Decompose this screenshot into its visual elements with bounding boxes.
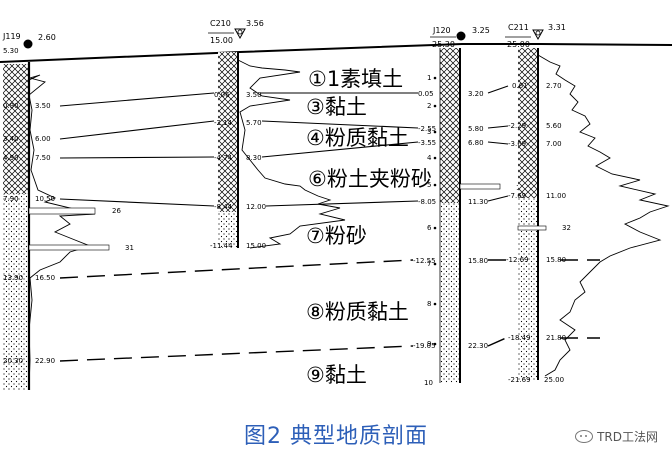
j120-depth-label: -8.05 [418, 198, 436, 206]
j119-depth-label: 0.90 [3, 102, 19, 110]
c210-depth-label: -4.74 [214, 154, 233, 162]
layer-label: ⑦粉砂 [306, 224, 367, 248]
c210-depth-label: 0.06 [214, 91, 230, 99]
borehole-c210-top-value: 15.00 [210, 36, 233, 45]
j120-depth-label: 0.05 [418, 90, 434, 98]
borehole-c210: C210 3.56 15.00 [208, 19, 346, 249]
j120-sample-label: 10 [424, 379, 433, 387]
c211-depth-label: -21.69 [508, 376, 531, 384]
c211-bottom-label: 25.00 [544, 376, 564, 384]
j119-bottom-label: 3.50 [35, 102, 51, 110]
figure-caption: 图2 典型地质剖面 [244, 424, 428, 449]
c211-bottom-label: 11.00 [546, 192, 566, 200]
borehole-j119-top-value: 5.30 [3, 47, 19, 55]
borehole-c211: C211 3.31 25.00 [505, 23, 670, 380]
j119-depth-label: 13.90 [3, 274, 23, 282]
c210-bottom-label: 3.50 [246, 91, 262, 99]
j119-bottom-label: 22.90 [35, 357, 55, 365]
j120-depth-label: -2.55 [418, 125, 436, 133]
c211-depth-label: -7.69 [508, 192, 526, 200]
borehole-j119: J119 2.60 5.30 [2, 32, 110, 390]
borehole-j119-marker-icon [23, 39, 33, 49]
c211-depth-label: -18.49 [508, 334, 531, 342]
j119-bottom-label: 16.50 [35, 274, 55, 282]
c211-bottom-label: 2.70 [546, 82, 562, 90]
c211-bottom-label: 5.60 [546, 122, 562, 130]
j120-sample-label: 3 [427, 128, 431, 136]
watermark-text: TRD工法网 [597, 430, 658, 444]
borehole-c211-elevation: 3.31 [548, 23, 566, 32]
j120-bottom-label: 3.20 [468, 90, 484, 98]
j120-sample-label: 4 [427, 154, 432, 162]
j120-bottom-label: 15.80 [468, 257, 488, 265]
layer-label: ④粉质黏土 [306, 126, 409, 150]
c210-depth-label: -2.14 [214, 119, 233, 127]
borehole-c210-marker-icon [234, 28, 246, 40]
layer-label: ⑨黏土 [306, 363, 367, 387]
j120-bottom-label: 22.30 [468, 342, 488, 350]
layer-label: ①1素填土 [308, 67, 403, 91]
c211-bottom-label: 7.00 [546, 140, 562, 148]
borehole-j120-elevation: 3.25 [472, 26, 490, 35]
layer-label: ③黏土 [306, 95, 367, 119]
c210-depth-label: -8.44 [214, 203, 233, 211]
c211-bottom-label: 15.80 [546, 256, 566, 264]
borehole-c211-top-value: 25.00 [507, 40, 530, 49]
borehole-j120: J120 3.25 25.30 [430, 26, 501, 383]
inferred-layer-boundaries [59, 259, 600, 362]
c211-depth-label: -12.69 [506, 256, 529, 264]
borehole-c210-elevation: 3.56 [246, 19, 264, 28]
j120-bottom-label: 11.30 [468, 198, 488, 206]
c211-spt-label: 32 [562, 224, 571, 232]
borehole-j120-marker-icon [456, 31, 466, 41]
c211-bottom-label: 21.80 [546, 334, 566, 342]
c210-bottom-label: 15.00 [246, 242, 266, 250]
c211-depth-label: 0.61 [512, 82, 528, 90]
layer-label: ⑧粉质黏土 [306, 300, 409, 324]
watermark: TRD工法网 [575, 428, 658, 445]
j120-sample-label: 5 [427, 181, 431, 189]
borehole-j119-elevation: 2.60 [38, 33, 56, 42]
j119-bottom-label: 6.00 [35, 135, 51, 143]
j119-spt-label: 31 [125, 244, 134, 252]
borehole-j119-id: J119 [2, 32, 21, 41]
j119-spt-label: 26 [112, 207, 121, 215]
ground-surface-line [0, 43, 672, 63]
j120-sample-label: 8 [427, 300, 431, 308]
j120-sample-label: 1 [427, 74, 431, 82]
borehole-c211-id: C211 [508, 23, 529, 32]
c211-depth-label: -3.69 [508, 140, 526, 148]
j120-sample-label: 2 [427, 102, 431, 110]
c210-bottom-label: 8.30 [246, 154, 262, 162]
c210-bottom-label: 5.70 [246, 119, 262, 127]
j120-sample-label: 7 [427, 260, 431, 268]
j120-bottom-label: 6.80 [468, 139, 484, 147]
borehole-j120-id: J120 [432, 26, 451, 35]
j120-depth-label: -19.05 [413, 342, 436, 350]
borehole-c211-marker-icon [532, 29, 544, 41]
layer-boundaries [59, 85, 509, 207]
j120-bottom-label: 5.80 [468, 125, 484, 133]
borehole-j120-top-value: 25.30 [432, 40, 455, 49]
j119-depth-label: 3.40 [3, 135, 19, 143]
j120-depth-label: -3.55 [418, 139, 436, 147]
j119-bottom-label: 10.50 [35, 195, 55, 203]
layer-label: ⑥粉土夹粉砂 [308, 167, 432, 191]
c210-depth-label: -11.44 [210, 242, 233, 250]
j119-bottom-label: 7.50 [35, 154, 51, 162]
c211-depth-label: -2.29 [508, 122, 526, 130]
j119-depth-label: 20.30 [3, 357, 23, 365]
borehole-c210-id: C210 [210, 19, 231, 28]
j119-depth-label: 7.90 [3, 195, 19, 203]
j120-sample-label: 9 [427, 340, 431, 348]
geologic-profile-diagram: J119 2.60 5.30 0.90 3.40 4.90 7.90 13.90… [0, 19, 672, 390]
c210-bottom-label: 12.00 [246, 203, 266, 211]
j120-sample-label: 6 [427, 224, 432, 232]
wechat-icon [575, 430, 594, 443]
j120-depth-label: -12.55 [413, 257, 436, 265]
j119-depth-label: 4.90 [3, 154, 19, 162]
